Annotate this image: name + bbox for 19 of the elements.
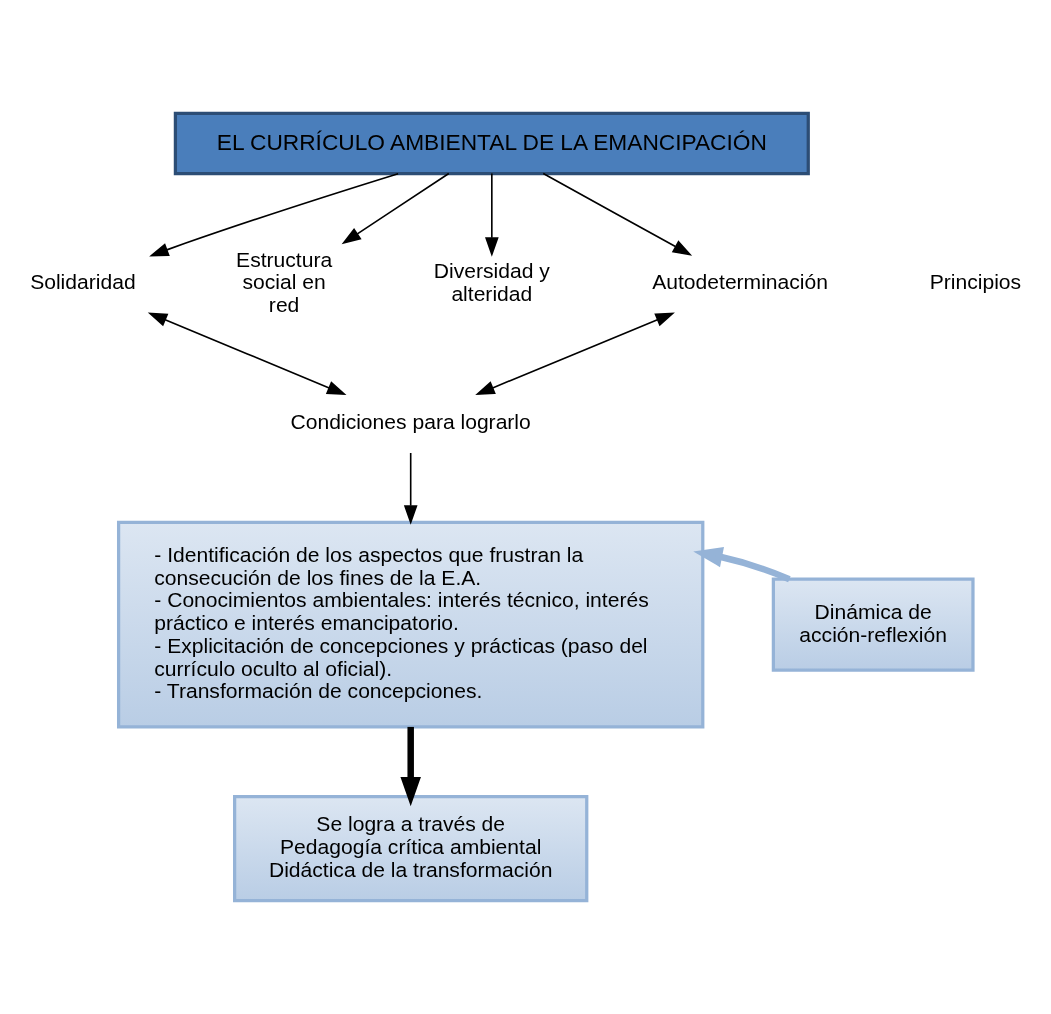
node-text: Estructura social en red bbox=[236, 247, 333, 317]
arrow bbox=[485, 172, 499, 257]
arrow bbox=[147, 312, 347, 396]
arrow bbox=[341, 172, 450, 245]
label: Principios bbox=[929, 270, 1022, 294]
node-box: - Identificación de los aspectos que frustran la consecución de los fines de la E.A. - Conocimientos ambientales: interés técnico, interés práctico e interés emancipatorio. - Explicitación de concepciones y prácticas (paso del currículo oculto al oficial). - Transformación de concepciones. bbox=[116, 520, 705, 729]
node-box: Se logra a través de Pedagogía crítica ambiental Didáctica de la transformación bbox=[233, 795, 589, 903]
arrow bbox=[400, 726, 421, 807]
arrow bbox=[403, 452, 418, 525]
node-text: Condiciones para lograrlo bbox=[290, 409, 531, 433]
node-text: Diversidad y alteridad bbox=[433, 259, 550, 305]
arrow bbox=[475, 312, 675, 396]
node-text: Autodeterminación bbox=[652, 270, 828, 294]
arrow bbox=[149, 172, 399, 257]
arrow bbox=[542, 172, 693, 256]
arrow bbox=[693, 547, 791, 583]
node-text: Solidaridad bbox=[30, 270, 136, 294]
node-box: Dinámica de acción-reflexión bbox=[771, 577, 975, 672]
node-box: EL CURRÍCULO AMBIENTAL DE LA EMANCIPACIÓN bbox=[173, 111, 810, 176]
